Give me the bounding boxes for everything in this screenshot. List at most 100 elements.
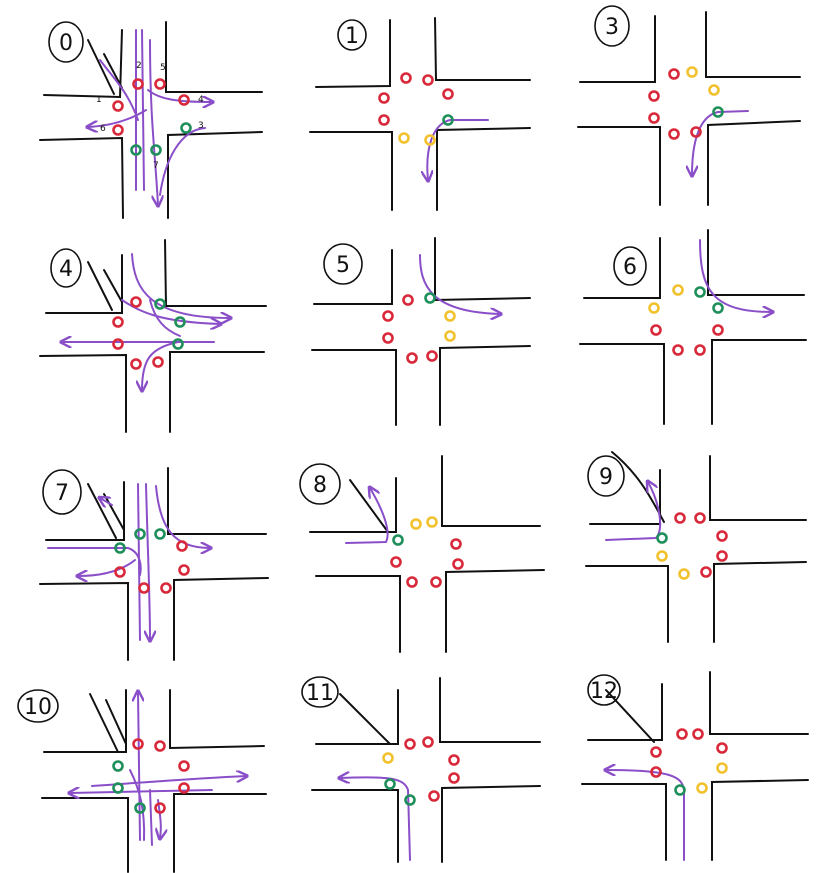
red-signal-light [450, 756, 459, 765]
panel-label-10: 10 [18, 690, 58, 722]
panel-label-6: 6 [614, 247, 646, 285]
red-signal-light [154, 358, 163, 367]
vehicle-path [78, 560, 135, 576]
vehicle-path [138, 692, 140, 840]
green-signal-light [406, 796, 415, 805]
road-edge [168, 468, 266, 534]
panel-number: 6 [623, 255, 637, 280]
red-signal-light [380, 94, 389, 103]
yellow-signal-light [688, 68, 697, 77]
yellow-signal-light [718, 764, 727, 773]
vehicle-path [48, 548, 141, 575]
panel-number: 12 [590, 679, 618, 704]
road-edge [312, 790, 398, 862]
red-signal-light [384, 334, 393, 343]
green-signal-light [386, 780, 395, 789]
road-edge [316, 576, 400, 652]
red-signal-light [392, 558, 401, 567]
red-signal-light [670, 70, 679, 79]
red-signal-light [408, 354, 417, 363]
red-signal-light [702, 568, 711, 577]
panel-label-11: 11 [302, 677, 338, 707]
lane-number: 4 [198, 95, 204, 105]
lane-number: 6 [100, 124, 106, 134]
road-edge [440, 346, 530, 425]
red-signal-light [424, 76, 433, 85]
panel-number: 0 [59, 31, 73, 56]
red-signal-light [696, 514, 705, 523]
green-signal-light [394, 536, 403, 545]
red-signal-light [670, 130, 679, 139]
green-signal-light [136, 530, 145, 539]
red-signal-light [428, 352, 437, 361]
red-signal-light [114, 126, 123, 135]
road-edge [584, 238, 660, 298]
road-edge [168, 132, 262, 218]
road-edge [442, 786, 540, 862]
panel-11 [312, 678, 540, 862]
red-signal-light [424, 738, 433, 747]
road-edge [582, 784, 666, 860]
panel-number: 11 [306, 681, 334, 706]
panel-9 [586, 452, 806, 642]
vehicle-path [420, 255, 500, 314]
lane-number: 1 [96, 95, 102, 105]
yellow-signal-light [384, 754, 393, 763]
panel-10 [42, 690, 266, 872]
signal-lights [114, 68, 727, 813]
vehicle-path [150, 40, 158, 205]
green-signal-light [182, 124, 191, 133]
slip-lane-edge [340, 694, 390, 744]
panel-number: 4 [59, 257, 73, 282]
red-signal-light [132, 298, 141, 307]
panel-label-1: 1 [338, 20, 366, 50]
red-signal-light [718, 744, 727, 753]
road-edge [710, 456, 806, 520]
road-edge [714, 562, 806, 642]
red-signal-light [114, 318, 123, 327]
red-signal-light [156, 80, 165, 89]
red-signal-light [430, 792, 439, 801]
panel-label-3: 3 [595, 6, 629, 46]
red-signal-light [432, 578, 441, 587]
vehicle-path [70, 790, 212, 793]
red-signal-light [650, 114, 659, 123]
green-signal-light [426, 294, 435, 303]
yellow-signal-light [698, 784, 707, 793]
panel-label-7: 7 [43, 470, 81, 514]
red-signal-light [402, 74, 411, 83]
road-edge [42, 798, 128, 872]
red-signal-light [676, 514, 685, 523]
slip-lane-edge [90, 694, 118, 752]
red-signal-light [696, 346, 705, 355]
road-edge [580, 344, 664, 424]
red-signal-light [652, 748, 661, 757]
vehicle-path [146, 484, 150, 640]
green-signal-light [152, 146, 161, 155]
slip-lane-edge [88, 484, 116, 538]
lane-number: 2 [136, 61, 142, 71]
lane-number: 5 [160, 63, 166, 73]
road-edge [166, 22, 262, 92]
yellow-signal-light [412, 520, 421, 529]
panel-number: 3 [605, 15, 619, 40]
vehicle-path [150, 790, 152, 845]
yellow-signal-light [650, 304, 659, 313]
panel-label-4: 4 [51, 249, 81, 287]
slip-lane-edge [106, 700, 126, 744]
road-edge [708, 230, 804, 295]
yellow-signal-light [674, 286, 683, 295]
road-edge [446, 570, 544, 652]
panel-7 [40, 468, 268, 660]
road-edge [40, 138, 123, 218]
road-edge [442, 456, 540, 526]
yellow-signal-light [658, 552, 667, 561]
road-edge [437, 128, 530, 210]
road-edge [170, 352, 264, 432]
vehicle-path [606, 482, 660, 540]
vehicle-path [142, 30, 144, 190]
red-signal-light [652, 326, 661, 335]
panel-3 [578, 12, 800, 205]
yellow-signal-light [400, 134, 409, 143]
green-signal-light [156, 530, 165, 539]
